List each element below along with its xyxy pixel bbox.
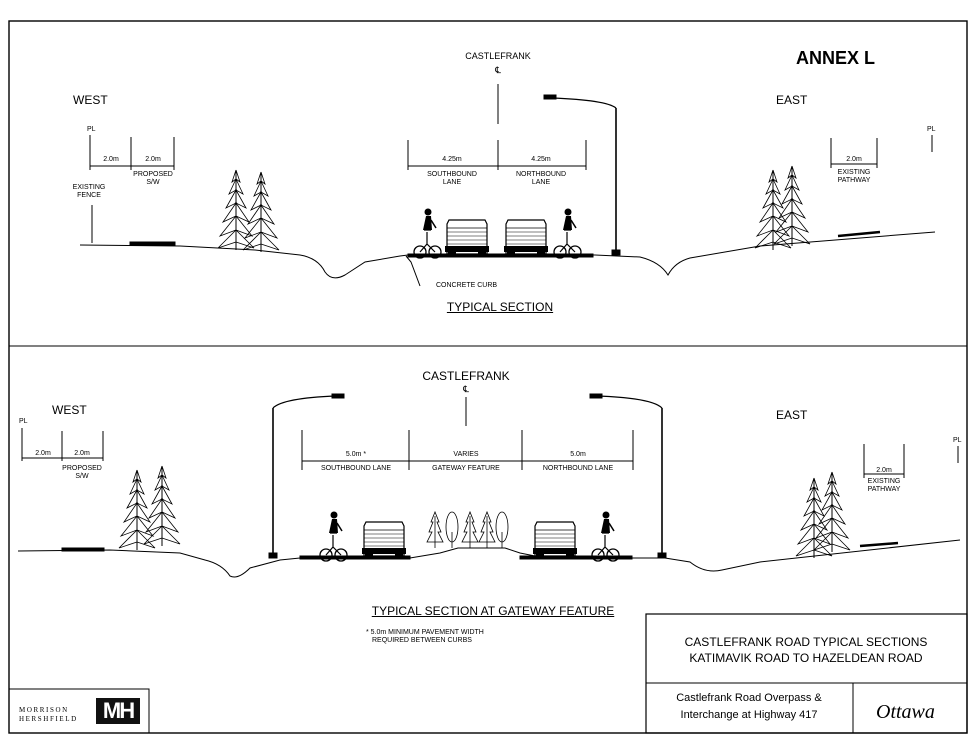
bottom-northbound-width: 5.0m [570,451,586,458]
top-pl-right: PL [927,126,936,133]
gateway-note-1: * 5.0m MINIMUM PAVEMENT WIDTH [366,629,484,636]
project-line-2: Interchange at Highway 417 [680,709,818,721]
bottom-centerline-name: CASTLEFRANK [422,369,510,383]
top-pl-left: PL [87,126,96,133]
title-line-1: CASTLEFRANK ROAD TYPICAL SECTIONS [684,635,928,649]
bottom-dim-left-2: 2.0m [74,450,90,457]
top-existing-fence-1: EXISTING [72,184,106,191]
top-dim-left-1: 2.0m [103,156,119,163]
bottom-gateway-feature: GATEWAY FEATURE [432,465,500,472]
top-existing-pathway-2: PATHWAY [837,177,871,184]
bottom-east-label: EAST [776,408,808,422]
bottom-proposed-sw-1: PROPOSED [62,465,102,472]
logo-word-2: HERSHFIELD [19,715,78,723]
bottom-northbound-lane: NORTHBOUND LANE [542,465,614,472]
top-west-label: WEST [73,93,108,107]
top-centerline-name: CASTLEFRANK [465,51,531,61]
concrete-curb-label: CONCRETE CURB [436,282,498,289]
top-northbound-lane-1: NORTHBOUND [515,171,567,178]
bottom-existing-pathway-1: EXISTING [867,478,901,485]
top-east-label: EAST [776,93,808,107]
bottom-centerline-symbol: ℄ [463,384,469,394]
top-southbound-width: 4.25m [442,156,462,163]
top-section-caption: TYPICAL SECTION [446,300,554,314]
top-pathway-width: 2.0m [846,156,862,163]
annex-label: ANNEX L [796,48,876,68]
top-northbound-lane-2: LANE [531,179,551,186]
bottom-southbound-width: 5.0m * [345,451,367,458]
top-existing-fence-2: FENCE [77,192,101,199]
top-existing-pathway-1: EXISTING [837,169,871,176]
morrison-hershfield-logo: MORRISON HERSHFIELD MH [12,694,142,730]
bottom-existing-pathway-2: PATHWAY [867,486,901,493]
bottom-pl-left: PL [19,418,28,425]
gateway-note-2: REQUIRED BETWEEN CURBS [372,637,472,644]
project-line-1: Castlefrank Road Overpass & [676,692,822,704]
top-southbound-lane-2: LANE [442,179,462,186]
logo-mark: MH [96,698,140,724]
city-of-ottawa-logo: Ottawa [876,701,935,723]
top-southbound-lane-1: SOUTHBOUND [427,171,477,178]
bottom-pl-right: PL [953,437,962,444]
bottom-section-caption: TYPICAL SECTION AT GATEWAY FEATURE [371,604,615,618]
bottom-west-label: WEST [52,403,87,417]
top-northbound-width: 4.25m [531,156,551,163]
top-centerline-symbol: ℄ [495,65,501,75]
top-proposed-sw-1: PROPOSED [133,171,173,178]
top-section-drawing [79,84,936,287]
top-dim-left-2: 2.0m [145,156,161,163]
bottom-proposed-sw-2: S/W [75,473,89,480]
bottom-gateway-width: VARIES [453,451,479,458]
logo-word-1: MORRISON [19,706,69,714]
bottom-pathway-width: 2.0m [876,467,892,474]
bottom-southbound-lane: SOUTHBOUND LANE [320,465,392,472]
bottom-section-drawing [17,393,961,578]
title-line-2: KATIMAVIK ROAD TO HAZELDEAN ROAD [689,651,923,665]
top-proposed-sw-2: S/W [146,179,160,186]
bottom-dim-left-1: 2.0m [35,450,51,457]
